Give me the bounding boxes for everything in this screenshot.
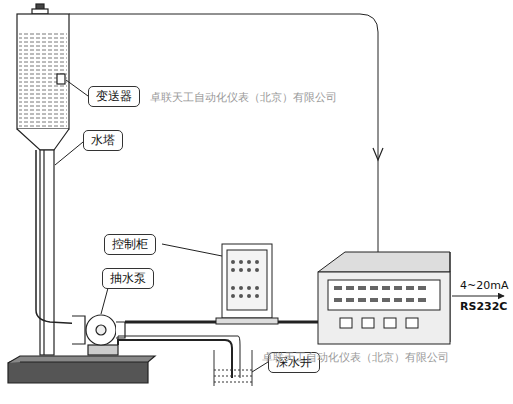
signal-label: RS232C [460, 300, 507, 313]
pipe [118, 340, 232, 378]
control-cabinet [216, 244, 278, 324]
callout-text: 抽水泵 [110, 271, 146, 286]
signal-arrow [373, 148, 383, 160]
callout-text: 水塔 [91, 133, 115, 148]
signal-label: 4~20mA [460, 279, 508, 292]
watermark: 卓联天工自动化仪表（北京）有限公司 [262, 350, 449, 365]
leader-lines [55, 80, 268, 372]
pump [72, 315, 125, 355]
watermark: 卓联天工自动化仪表（北京）有限公司 [150, 90, 337, 105]
pipe [36, 150, 85, 324]
callout-box: 变送器 [88, 86, 140, 107]
callout-text: 控制柜 [112, 237, 148, 252]
water-tower [8, 4, 155, 383]
controller-meter [318, 252, 450, 344]
callout-box: 抽水泵 [102, 268, 154, 289]
pipe [118, 336, 240, 378]
callout-text: 变送器 [96, 89, 132, 104]
callout-box: 控制柜 [104, 234, 156, 255]
callout-box: 水塔 [83, 130, 123, 151]
cable [125, 321, 222, 324]
well [214, 350, 252, 386]
output-arrow [452, 296, 504, 297]
signal-cable [69, 14, 378, 255]
transmitter-symbol [57, 74, 65, 84]
cable [272, 321, 318, 324]
